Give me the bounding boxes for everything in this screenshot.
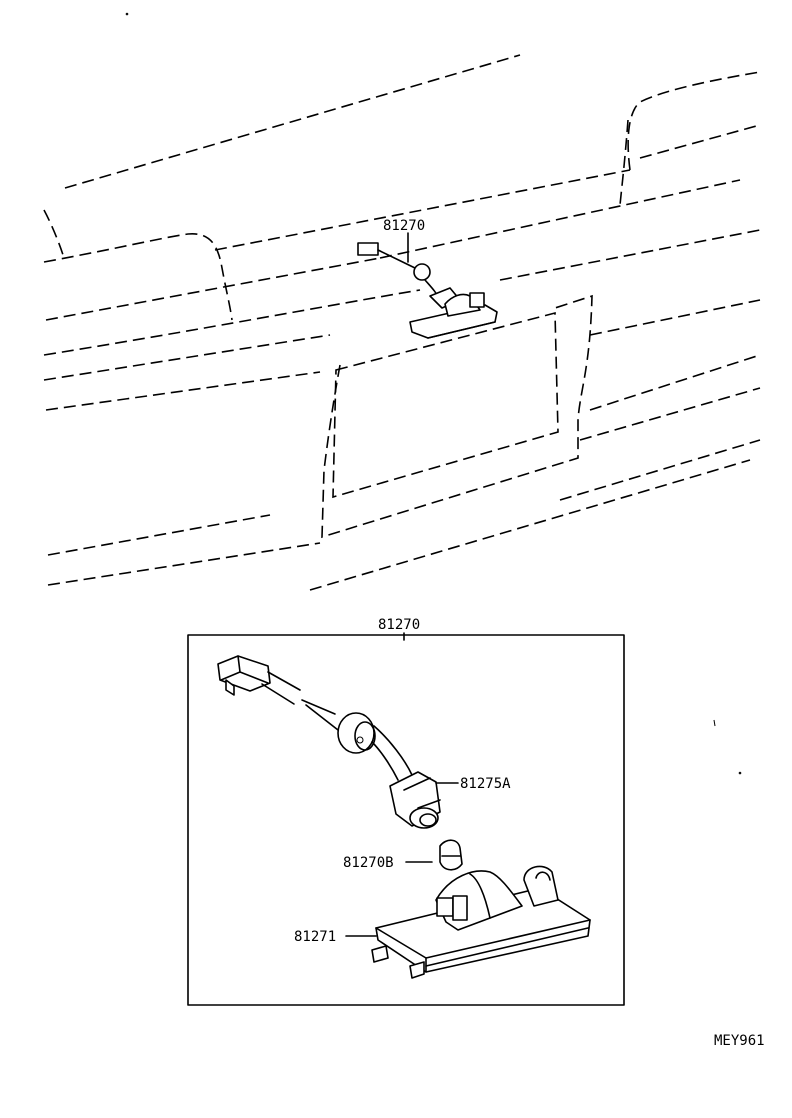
callout-81275A: 81275A	[460, 776, 511, 792]
speck-mark	[713, 719, 716, 727]
installed-license-lamp	[357, 242, 498, 339]
license-lamp-housing	[371, 865, 591, 979]
wedge-bulb	[439, 839, 463, 871]
wire-harness-connector	[217, 655, 413, 781]
figure-code: MEY961	[714, 1033, 765, 1049]
speck-mark	[738, 771, 742, 775]
vehicle-rear-phantom-view	[43, 54, 761, 591]
callout-81271: 81271	[294, 929, 336, 945]
callout-81270B: 81270B	[343, 855, 394, 871]
callout-81270-top: 81270	[383, 218, 425, 234]
box-title-81270: 81270	[378, 617, 420, 633]
lamp-socket	[389, 771, 441, 829]
speck-mark	[125, 12, 129, 16]
exploded-view-frame	[187, 634, 625, 1006]
